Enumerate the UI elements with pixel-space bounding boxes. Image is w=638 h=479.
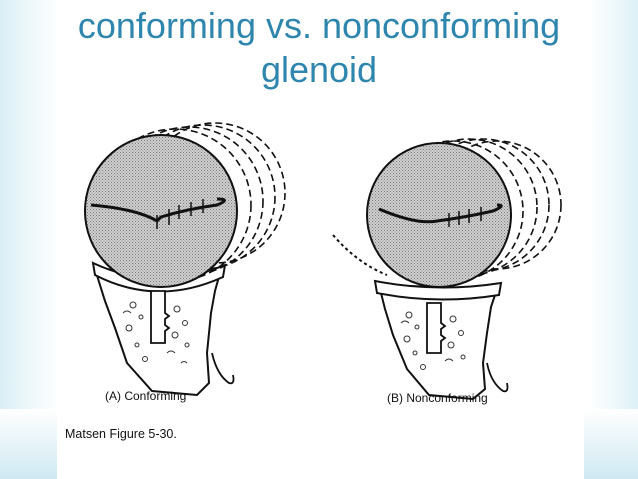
conforming-bone-texture <box>122 301 190 364</box>
background-right-accent <box>588 0 638 479</box>
figure-panel: (A) Conforming <box>57 113 584 479</box>
nonconforming-swing-arc <box>332 234 388 276</box>
nonconforming-motion-path <box>378 203 503 224</box>
figure-credit: Matsen Figure 5-30. <box>65 427 177 441</box>
nonconforming-bone-texture <box>400 311 466 370</box>
slide-title-line1: conforming vs. nonconforming <box>77 5 561 46</box>
caption-nonconforming: (B) Nonconforming <box>387 391 488 405</box>
nonconforming-glenoid-cup <box>373 279 503 301</box>
background-left-accent <box>0 0 60 479</box>
slide-title-line2: glenoid <box>260 49 378 90</box>
conforming-humeral-head <box>84 134 238 288</box>
conforming-motion-path <box>90 197 226 223</box>
conforming-peg <box>150 290 171 344</box>
nonconforming-humeral-head <box>366 142 512 288</box>
nonconforming-peg <box>426 302 447 354</box>
conforming-diagram: (A) Conforming <box>84 122 286 403</box>
caption-conforming: (A) Conforming <box>105 389 186 403</box>
slide-title: conforming vs. nonconforming glenoid <box>0 4 638 92</box>
nonconforming-lateral-contour <box>486 362 509 393</box>
conforming-lateral-contour <box>211 352 235 385</box>
nonconforming-diagram: (B) Nonconforming <box>332 138 562 405</box>
figure-drawing: (A) Conforming <box>65 122 562 441</box>
